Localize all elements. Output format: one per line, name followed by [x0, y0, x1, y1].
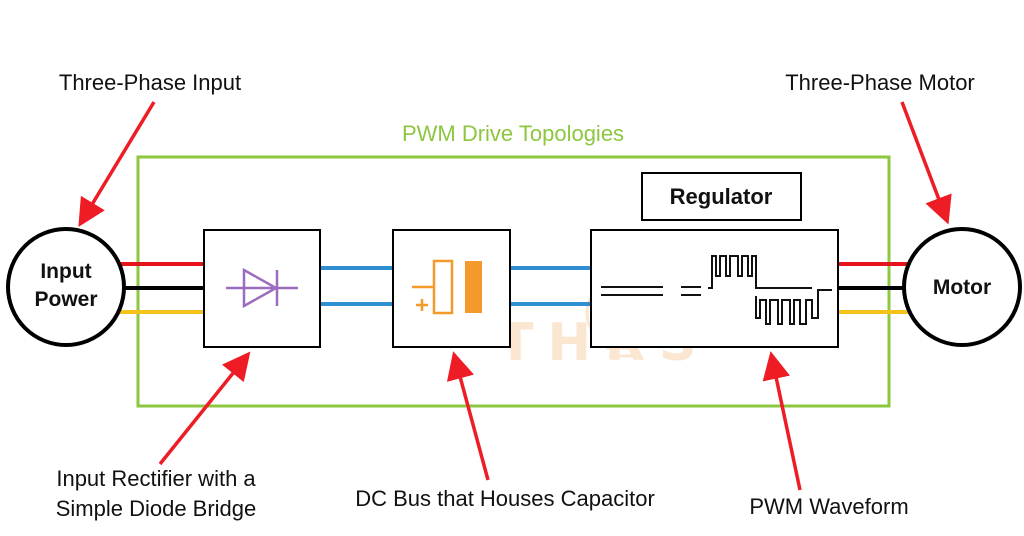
dc-bus-lines [320, 266, 591, 306]
rectifier-label-line2: Simple Diode Bridge [56, 496, 257, 521]
arrow-rectifier [158, 351, 251, 466]
pwm-waveform-label: PWM Waveform [749, 494, 908, 519]
dc-bus-label: DC Bus that Houses Capacitor [355, 486, 655, 511]
inverter-block [590, 229, 839, 348]
three-phase-motor-label: Three-Phase Motor [785, 70, 975, 95]
rectifier-label-line1: Input Rectifier with a [56, 466, 256, 491]
regulator-label: Regulator [670, 184, 773, 209]
motor-label: Motor [933, 276, 991, 299]
three-phase-input-label: Three-Phase Input [59, 70, 241, 95]
arrow-three-phase-motor [900, 101, 952, 225]
capacitor-icon [412, 259, 482, 315]
regulator-box: Regulator [641, 172, 802, 221]
diagram-title: PWM Drive Topologies [402, 121, 624, 146]
input-phase-lines [118, 262, 204, 314]
arrow-dc-bus [446, 351, 490, 481]
input-power-label-line2: Power [34, 288, 97, 311]
arrow-three-phase-input [78, 101, 156, 227]
dc-bus-block [392, 229, 511, 348]
drive-frame [136, 155, 891, 408]
pwm-waveform-icon [601, 255, 832, 325]
callout-arrows [78, 101, 952, 491]
motor-node: Motor [902, 227, 1022, 347]
input-power-node: Input Power [6, 227, 126, 347]
rectifier-block [203, 229, 321, 348]
arrow-pwm-waveform [762, 351, 802, 491]
diode-icon [226, 267, 298, 309]
output-phase-lines [838, 262, 912, 314]
input-power-label-line1: Input [40, 260, 91, 283]
